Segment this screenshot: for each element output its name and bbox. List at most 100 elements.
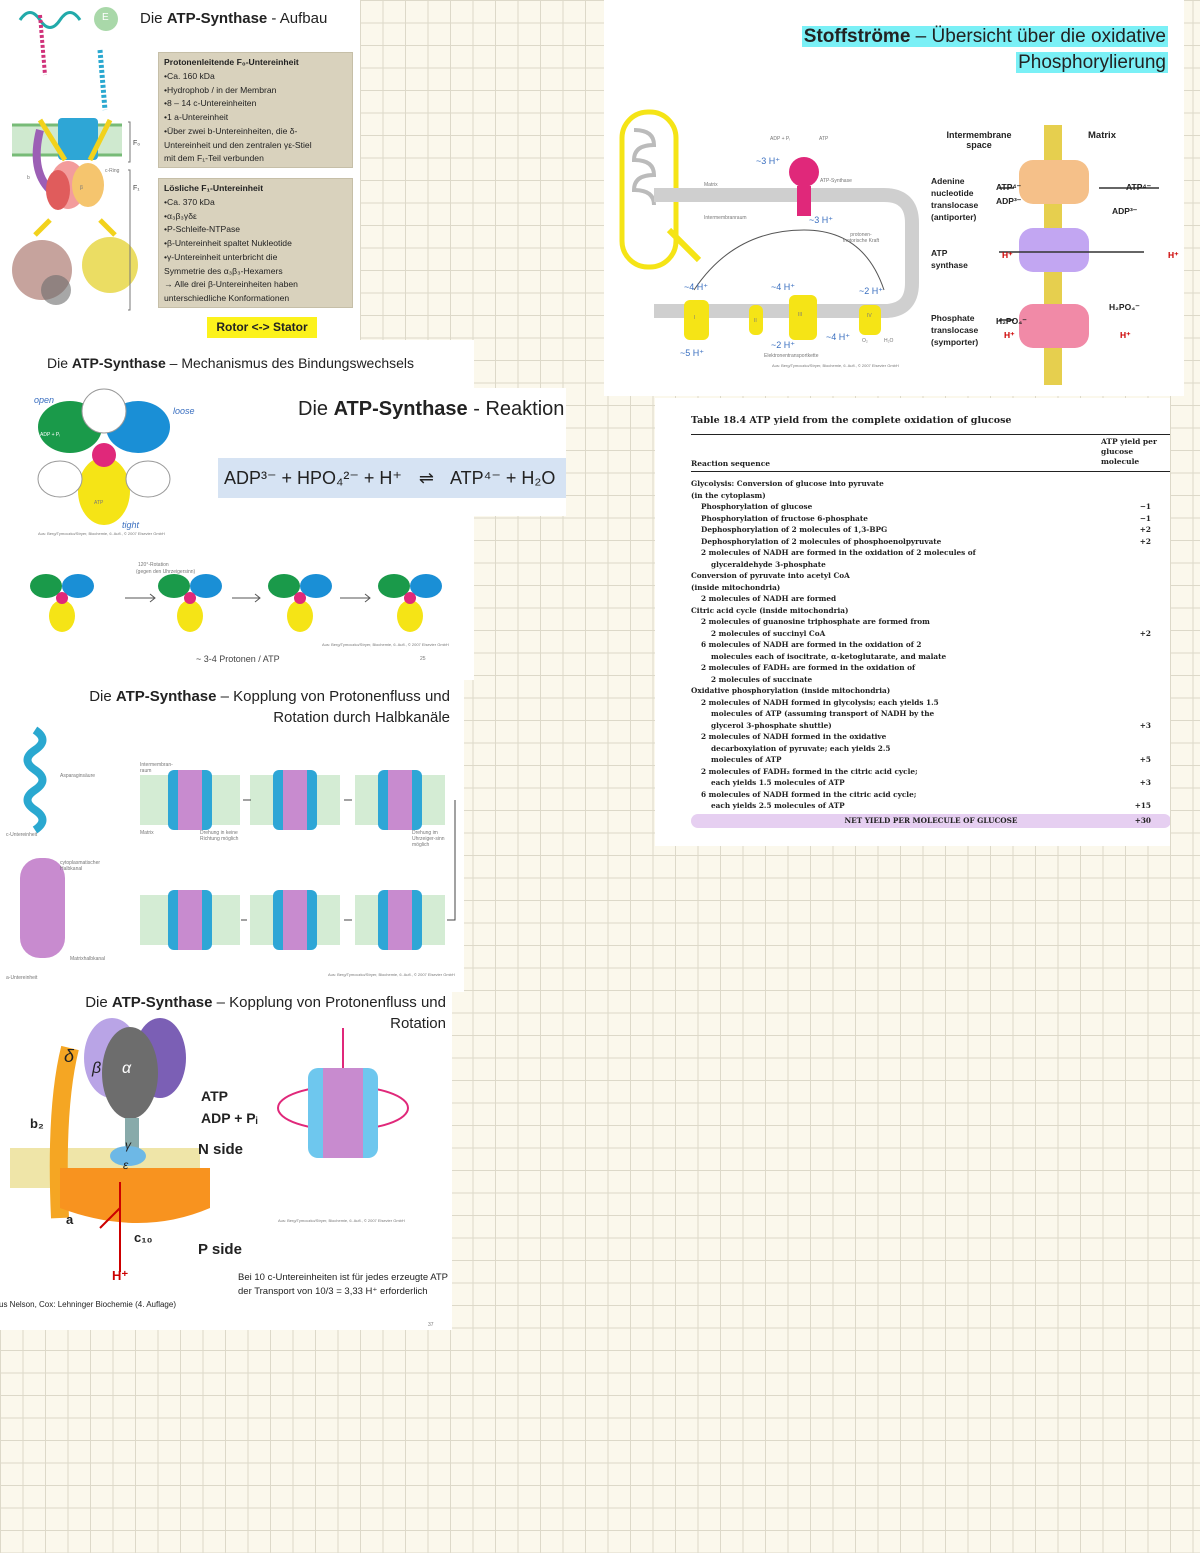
table-row: Oxidative phosphorylation (inside mitoch…	[691, 685, 1170, 697]
row-value: −1	[1139, 513, 1151, 523]
row-label: 2 molecules of succinyl CoA	[711, 628, 826, 638]
credit-text: Aus: Berg/Tymoczko/Stryer, Biochemie, 6.…	[328, 972, 455, 977]
row-label: decarboxylation of pyruvate; each yields…	[711, 743, 891, 753]
n-side-label: N side	[198, 1141, 244, 1158]
beta-label: β	[80, 185, 83, 191]
fo-item: •Hydrophob / in der Membran	[164, 84, 277, 95]
fo-item: •Ca. 160 kDa	[164, 70, 215, 81]
row-value: −1	[1139, 502, 1151, 511]
table-row: Glycolysis: Conversion of glucose into p…	[691, 478, 1170, 490]
big-rotor	[37, 388, 171, 525]
row-label: Oxidative phosphorylation (inside mitoch…	[691, 686, 891, 695]
turn-cw-label: Drehung im Uhrzeiger-sinn möglich	[412, 830, 445, 848]
matrix-label: Matrix	[704, 182, 718, 188]
proton-label: H⁺	[1002, 250, 1013, 260]
table-row: molecules of ATP (assuming transport of …	[691, 708, 1170, 720]
net-yield-label: NET YIELD PER MOLECULE OF GLUCOSE	[844, 815, 1018, 825]
intermembrane-space-label: Intermembrane space	[946, 130, 1012, 150]
table-row: 2 molecules of NADH formed in the oxidat…	[691, 731, 1170, 743]
table-row: Conversion of pyruvate into acetyl CoA	[691, 570, 1170, 582]
c10-label: c₁₀	[134, 1230, 153, 1245]
state-loose-label: loose	[173, 406, 195, 416]
proton-count-label: ~4 H⁺	[684, 282, 709, 292]
small-rotor-row	[30, 574, 442, 632]
row-value: +2	[1139, 536, 1151, 546]
f1-info-box: Lösliche F₁-Untereinheit •Ca. 370 kDa •α…	[158, 178, 353, 308]
row-label: 2 molecules of FADH₂ formed in the citri…	[701, 766, 918, 776]
intermembrane-label: Intermembranraum	[704, 215, 747, 221]
adp-pi-label: ADP + Pᵢ	[770, 136, 791, 142]
proton-label: H⁺	[1004, 330, 1015, 340]
section-badge: E	[102, 12, 109, 23]
row-value: +3	[1139, 720, 1151, 730]
intermembrane-label: Intermembran-raum	[140, 762, 173, 774]
row-value: +15	[1134, 801, 1151, 810]
crystal-structure-top	[18, 11, 108, 111]
table-row: (in the cytoplasm)	[691, 490, 1170, 502]
rotation-label: 120°-Rotation	[138, 562, 169, 568]
table-row: 2 molecules of FADH₂ formed in the citri…	[691, 766, 1170, 778]
table-body: Glycolysis: Conversion of glucose into p…	[691, 478, 1170, 828]
f1-item: → Alle drei β-Untereinheiten haben	[164, 279, 298, 290]
row-label: Phosphorylation of fructose 6-phosphate	[701, 513, 868, 523]
table-row: glyceraldehyde 3-phosphate	[691, 559, 1170, 571]
slide-aufbau: E Die ATP-Synthase - Aufbau F₀ F₁ c-Ring…	[0, 0, 360, 340]
table-row: decarboxylation of pyruvate; each yields…	[691, 743, 1170, 755]
adenine-translocase-label: Adenine nucleotide translocase (antiport…	[931, 176, 979, 222]
row-label: (inside mitochondria)	[691, 582, 781, 592]
credit-text: Aus: Berg/Tymoczko/Stryer, Biochemie, 6.…	[772, 363, 899, 368]
fo-item: •8 – 14 c-Untereinheiten	[164, 98, 257, 109]
matrix-right-label: Matrix	[1088, 130, 1116, 141]
table-row: 6 molecules of NADH formed in the citric…	[691, 789, 1170, 801]
table-row: Dephosphorylation of 2 molecules of 1,3-…	[691, 524, 1170, 536]
table-row: 2 molecules of NADH are formed	[691, 593, 1170, 605]
b-label: b	[27, 175, 30, 181]
net-yield-row: NET YIELD PER MOLECULE OF GLUCOSE +30	[691, 813, 1170, 828]
table-row: 2 molecules of succinate	[691, 674, 1170, 686]
h2o-label: H₂O	[884, 338, 894, 344]
net-yield-value: +30	[1134, 815, 1151, 825]
table-row: each yields 1.5 molecules of ATP+3	[691, 777, 1170, 789]
petal-adp-label: ADP + Pᵢ	[40, 432, 61, 438]
table-row: Phosphorylation of fructose 6-phosphate −…	[691, 513, 1170, 525]
coupling-figure	[10, 1018, 409, 1272]
phosphate-right-label: H₂PO₄⁻	[1109, 302, 1140, 312]
fo-heading: Protonenleitende F₀-Untereinheit	[164, 57, 299, 67]
reaction-equation: ADP³⁻ + HPO₄²⁻ + H⁺ ⇌ ATP⁴⁻ + H₂O	[218, 458, 566, 498]
h-plus-label: H⁺	[112, 1268, 129, 1283]
proton-count-label: ~4 H⁺	[771, 282, 796, 292]
c-ring-label: c-Ring	[105, 168, 120, 174]
petal-atp-label: ATP	[94, 500, 104, 506]
table-row: 2 molecules of succinyl CoA +2	[691, 628, 1170, 640]
table-row: 2 molecules of guanosine triphosphate ar…	[691, 616, 1170, 628]
slide-title: Die ATP-Synthase – Mechanismus des Bindu…	[47, 355, 415, 371]
slide-title: Stoffströme – Übersicht über die oxidati…	[801, 26, 1168, 73]
table-row: 6 molecules of NADH are formed in the ox…	[691, 639, 1170, 651]
adp3-label: ADP³⁻	[996, 196, 1022, 206]
table-row: Dephosphorylation of 2 molecules of phos…	[691, 536, 1170, 548]
table-row: (inside mitochondria)	[691, 582, 1170, 594]
asp-label: Asparaginsäure	[60, 773, 96, 779]
row-value: +2	[1139, 628, 1151, 638]
row-label: glyceraldehyde 3-phosphate	[711, 559, 826, 569]
table-row: molecules of ATP+5	[691, 754, 1170, 766]
proton-motive-force-label: protonen-motorische Kraft	[842, 232, 880, 244]
row-label: 2 molecules of NADH formed in the oxidat…	[701, 732, 887, 741]
atp-synthase-label: ATP-Synthase	[820, 178, 852, 184]
epsilon-label: ε	[123, 1158, 129, 1172]
table-header: Reaction sequence ATP yield per glucose …	[691, 434, 1170, 472]
fo-label: F₀	[133, 140, 141, 147]
row-label: Glycolysis: Conversion of glucose into p…	[691, 479, 884, 488]
f1-label: F₁	[133, 185, 140, 192]
row-label: Dephosphorylation of 2 molecules of phos…	[701, 536, 942, 546]
f1-heading: Lösliche F₁-Untereinheit	[164, 183, 264, 193]
slide-kopplung: Die ATP-Synthase – Kopplung von Protonen…	[0, 988, 452, 1330]
proton-count-label: ~5 H⁺	[680, 348, 705, 358]
slide-title: Die ATP-Synthase - Reaktion	[298, 398, 565, 420]
row-label: Dephosphorylation of 2 molecules of 1,3-…	[701, 525, 888, 534]
complex-label: III	[798, 312, 803, 318]
row-label: molecules of ATP	[711, 755, 782, 764]
protons-per-atp-note: ~ 3-4 Protonen / ATP	[196, 654, 280, 664]
row-label: 6 molecules of NADH are formed in the ox…	[701, 640, 922, 649]
rotation-sublabel: (gegen den Uhrzeigersinn)	[136, 569, 196, 575]
